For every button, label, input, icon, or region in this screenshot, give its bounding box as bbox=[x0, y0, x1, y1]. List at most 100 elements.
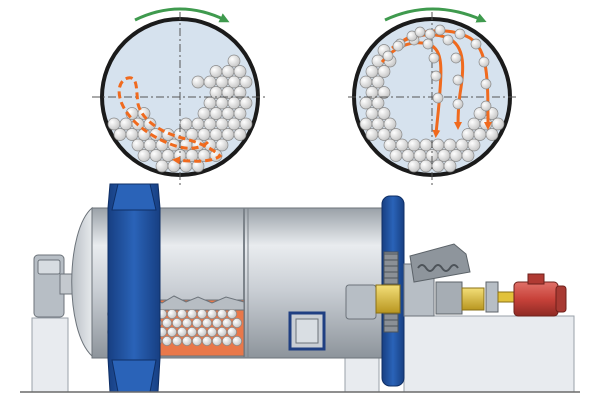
grinding-ball bbox=[221, 65, 235, 78]
grinding-ball bbox=[422, 38, 434, 50]
trajectory-arrow-icon bbox=[117, 76, 223, 165]
cascading-drum-panel bbox=[92, 7, 268, 185]
grinding-ball bbox=[131, 138, 145, 152]
grinding-ball bbox=[485, 128, 499, 141]
grinding-ball bbox=[161, 149, 175, 162]
grinding-ball bbox=[232, 336, 242, 346]
left-foundation bbox=[31, 317, 69, 393]
grinding-ball bbox=[431, 138, 445, 152]
grinding-ball bbox=[233, 107, 247, 120]
grinding-ball bbox=[470, 38, 482, 50]
motor-body bbox=[513, 281, 559, 317]
grinding-ball bbox=[461, 149, 475, 162]
chute-spiral bbox=[417, 264, 459, 272]
grinding-ball bbox=[233, 86, 247, 99]
grinding-ball bbox=[382, 50, 394, 62]
grinding-ball bbox=[395, 138, 409, 152]
grinding-ball bbox=[437, 149, 451, 162]
grinding-ball bbox=[478, 56, 490, 68]
grinding-ball bbox=[419, 138, 433, 152]
grinding-ball bbox=[377, 65, 391, 78]
grinding-ball bbox=[401, 149, 415, 162]
grinding-ball bbox=[454, 28, 466, 40]
grinding-ball bbox=[365, 107, 379, 120]
grinding-ball bbox=[443, 138, 457, 152]
grinding-ball bbox=[480, 100, 492, 112]
discharge-chute bbox=[409, 243, 471, 283]
flying-balls-group bbox=[382, 24, 492, 112]
motor-fan-cover bbox=[555, 285, 567, 313]
grinding-ball bbox=[177, 327, 187, 337]
drive-foundation bbox=[403, 315, 575, 393]
motor-terminal-box bbox=[527, 273, 545, 285]
grinding-ball bbox=[222, 336, 232, 346]
grinding-ball bbox=[209, 65, 223, 78]
grinding-ball bbox=[227, 96, 241, 110]
grinding-ball bbox=[197, 107, 211, 120]
grinding-ball bbox=[371, 117, 385, 131]
grinding-ball bbox=[432, 92, 444, 104]
grinding-ball bbox=[172, 336, 182, 346]
grinding-ball bbox=[177, 309, 187, 319]
grinding-ball bbox=[107, 117, 121, 131]
grinding-ball bbox=[209, 149, 223, 162]
grinding-ball bbox=[187, 309, 197, 319]
grinding-ball bbox=[222, 318, 232, 328]
grinding-ball bbox=[452, 74, 464, 86]
grinding-ball bbox=[233, 128, 247, 141]
grinding-ball bbox=[217, 309, 227, 319]
right-bearing-housing bbox=[345, 284, 377, 320]
grinding-ball bbox=[212, 318, 222, 328]
cataracting-drum-panel bbox=[348, 7, 518, 185]
grinding-ball bbox=[203, 117, 217, 131]
grinding-ball bbox=[450, 52, 462, 64]
grinding-ball bbox=[239, 96, 253, 110]
grinding-ball bbox=[407, 138, 421, 152]
grinding-ball bbox=[371, 75, 385, 89]
grinding-ball bbox=[365, 128, 379, 141]
grinding-ball bbox=[491, 117, 505, 131]
inlet-flange-tab bbox=[111, 359, 157, 393]
grinding-ball bbox=[212, 336, 222, 346]
grinding-ball bbox=[461, 128, 475, 141]
grinding-ball bbox=[467, 138, 481, 152]
grinding-ball bbox=[202, 336, 212, 346]
grinding-ball bbox=[377, 86, 391, 99]
grinding-ball bbox=[389, 128, 403, 141]
grinding-ball bbox=[424, 28, 436, 40]
grinding-ball bbox=[179, 117, 193, 131]
grinding-ball bbox=[167, 159, 181, 173]
grinding-ball bbox=[383, 138, 397, 152]
pinion-coupling bbox=[375, 284, 401, 314]
grinding-ball bbox=[227, 117, 241, 131]
grinding-ball bbox=[182, 318, 192, 328]
grinding-ball bbox=[443, 159, 457, 173]
left-bearing-cap bbox=[37, 259, 61, 275]
grinding-ball bbox=[414, 26, 426, 38]
grinding-ball bbox=[191, 75, 205, 89]
grinding-ball bbox=[455, 138, 469, 152]
grinding-ball bbox=[359, 96, 373, 110]
grinding-ball bbox=[389, 149, 403, 162]
grinding-ball bbox=[377, 107, 391, 120]
grinding-ball bbox=[162, 336, 172, 346]
grinding-ball bbox=[172, 318, 182, 328]
grinding-ball bbox=[428, 52, 440, 64]
grinding-ball bbox=[192, 336, 202, 346]
grinding-ball bbox=[143, 138, 157, 152]
rotation-arrow-icon bbox=[384, 7, 487, 23]
grinding-ball bbox=[359, 75, 373, 89]
gearbox bbox=[435, 281, 463, 315]
grinding-ball bbox=[217, 327, 227, 337]
grinding-ball bbox=[233, 65, 247, 78]
grinding-ball bbox=[182, 336, 192, 346]
grinding-ball bbox=[207, 327, 217, 337]
grinding-ball bbox=[479, 117, 493, 131]
grinding-ball bbox=[371, 96, 385, 110]
grinding-ball bbox=[209, 128, 223, 141]
grinding-ball bbox=[227, 75, 241, 89]
grinding-balls-group bbox=[359, 44, 505, 173]
feed-end-head bbox=[71, 206, 93, 358]
grinding-ball bbox=[431, 159, 445, 173]
